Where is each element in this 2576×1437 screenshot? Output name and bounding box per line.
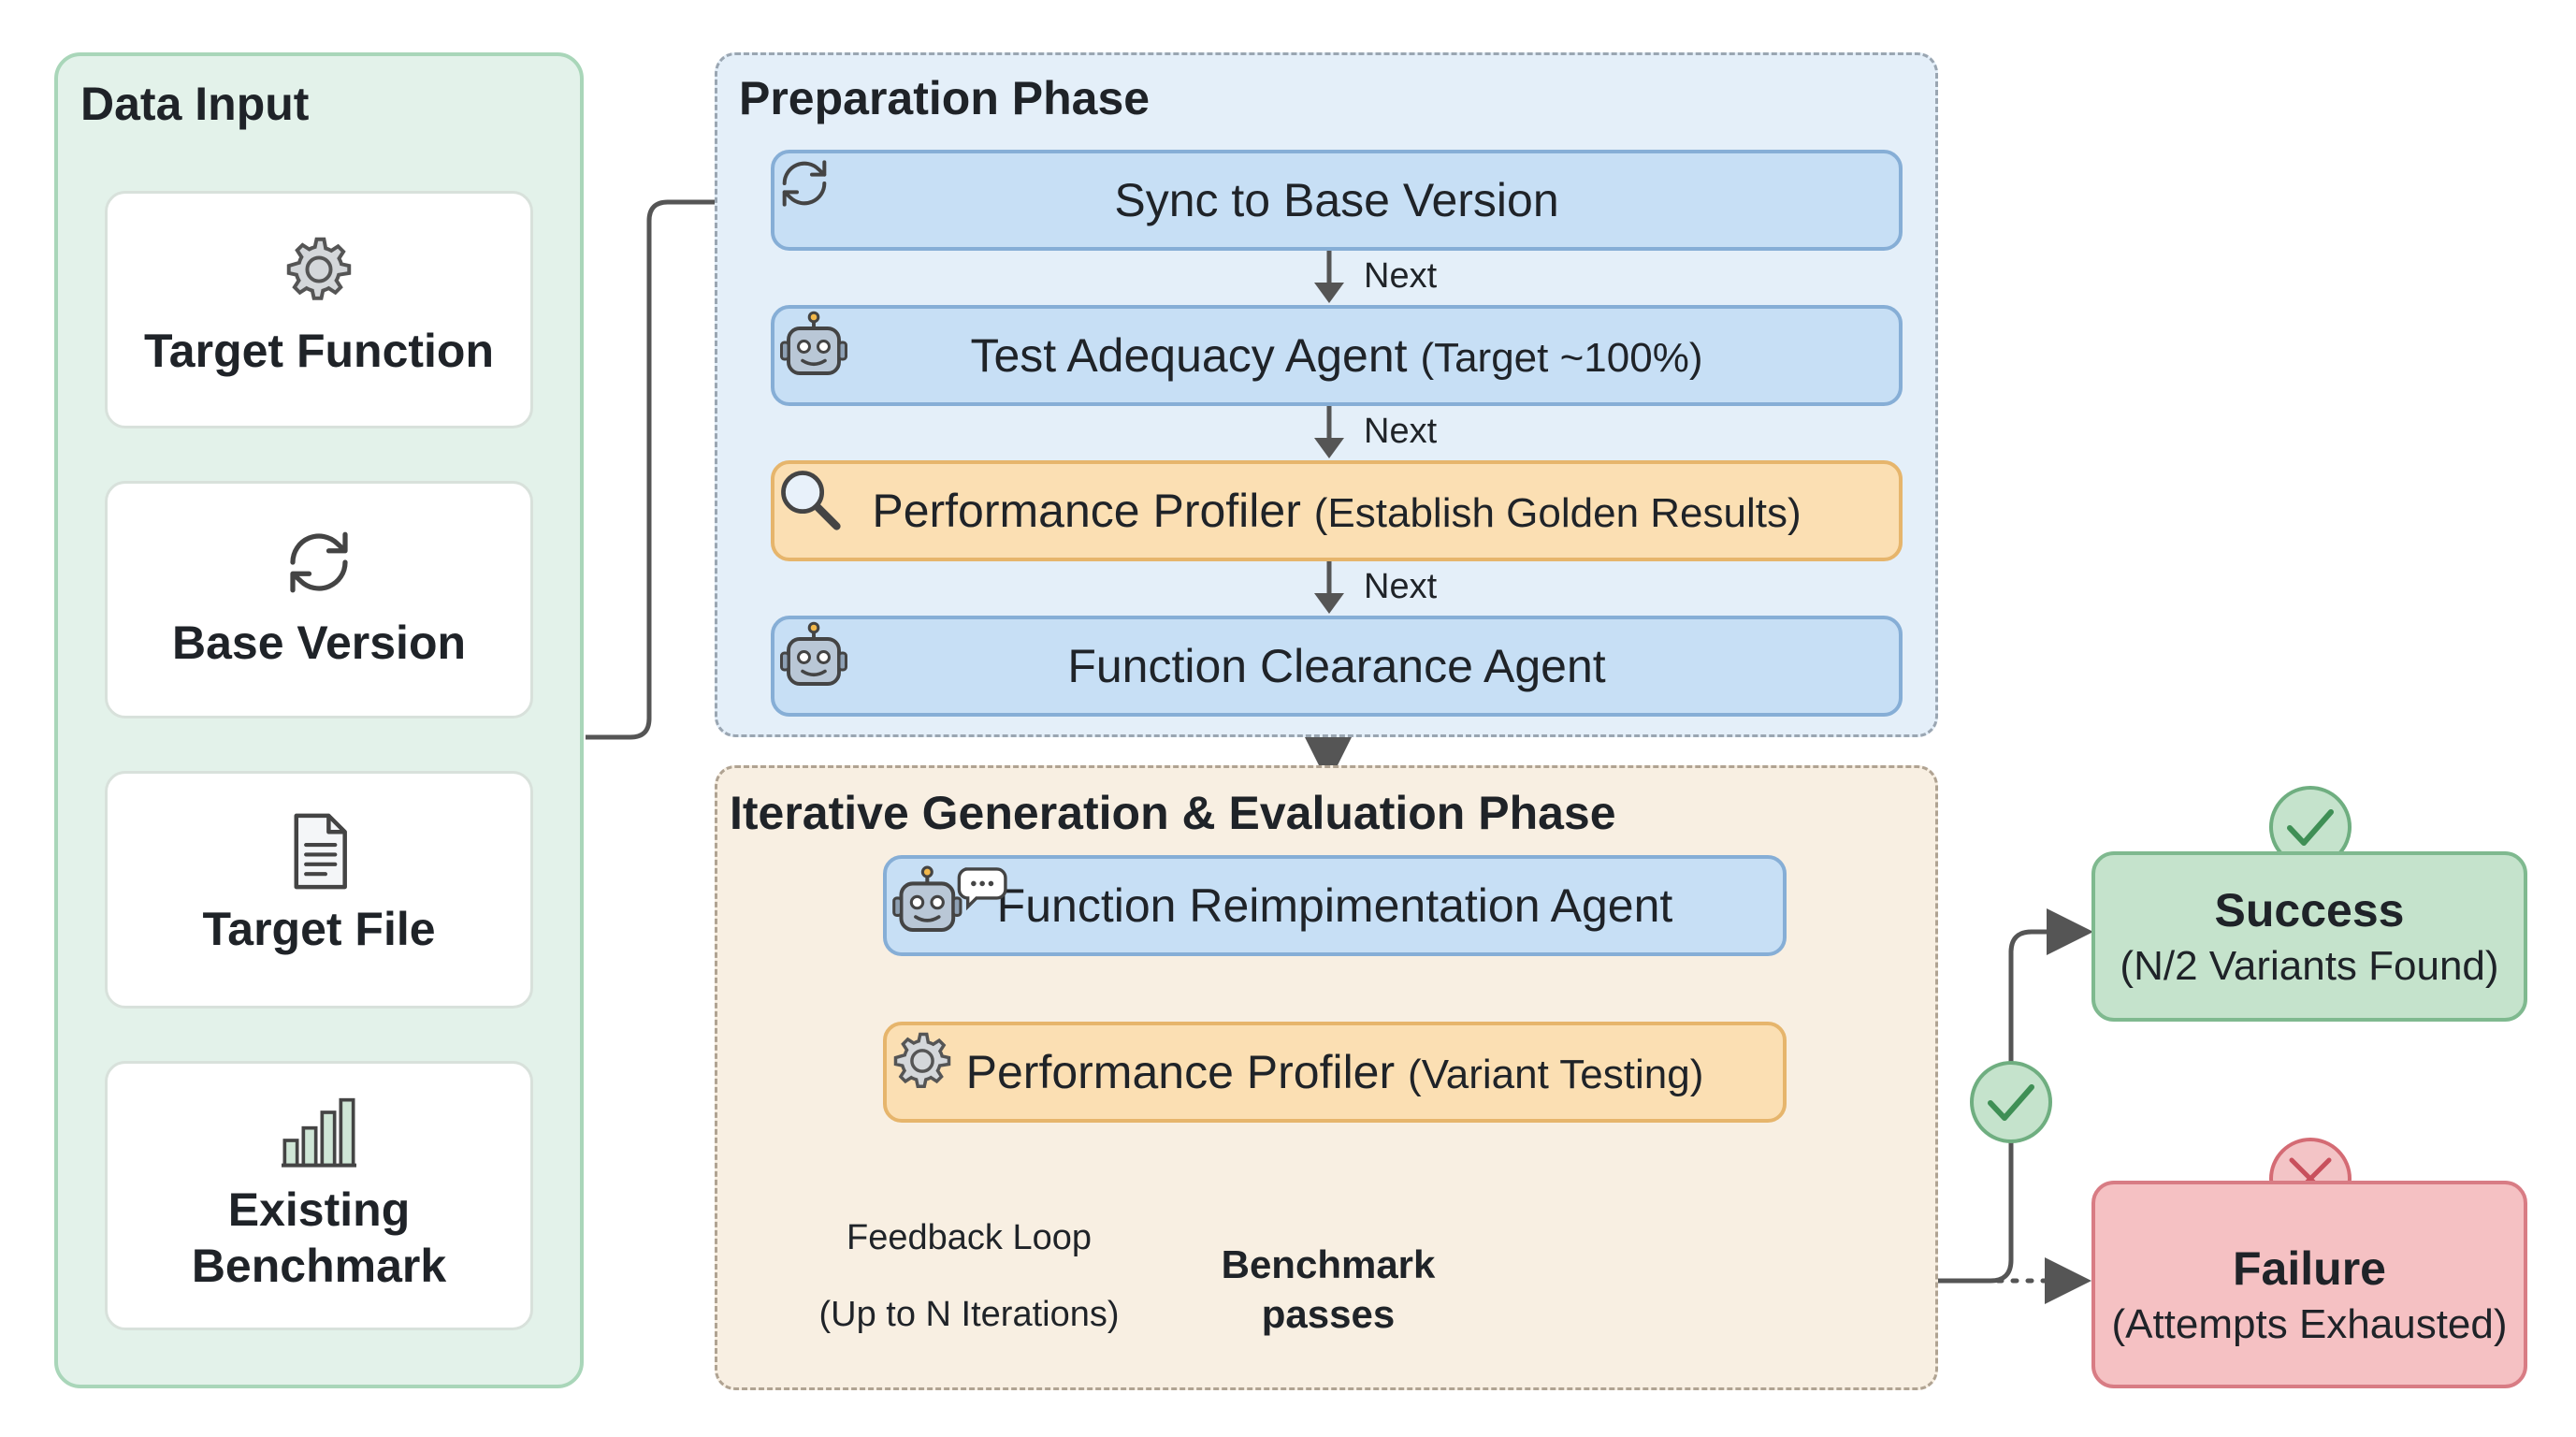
- success-connector: [1990, 908, 2093, 1284]
- decision-label: Benchmark passes: [1194, 1241, 1463, 1339]
- decision-label-line1: Benchmark: [1221, 1242, 1436, 1286]
- step-label: Performance Profiler (Variant Testing): [966, 1045, 1704, 1099]
- step-label: Function Reimpimentation Agent: [996, 879, 1673, 932]
- step-performance-profiler-variant: Performance Profiler (Variant Testing): [883, 1022, 1787, 1123]
- success-detail: (N/2 Variants Found): [2120, 943, 2499, 989]
- down-arrow-icon: [1314, 561, 1344, 614]
- feedback-loop-label: Feedback Loop: [847, 1218, 1092, 1257]
- step-label-main: Test Adequacy Agent: [970, 329, 1408, 382]
- next-label: Next: [1364, 412, 1438, 451]
- gear-icon: [286, 237, 352, 300]
- input-label: Base Version: [171, 617, 467, 669]
- bar-chart-icon: [282, 1097, 356, 1168]
- down-arrow-icon: [1314, 251, 1344, 303]
- step-test-adequacy-agent: Test Adequacy Agent (Target ~100%): [771, 305, 1903, 406]
- step-performance-profiler-golden: Performance Profiler (Establish Golden R…: [771, 460, 1903, 561]
- input-label: Existing Benchmark: [192, 1182, 446, 1294]
- input-card-existing-benchmark: Existing Benchmark: [105, 1061, 533, 1330]
- failure-title: Failure: [2233, 1242, 2386, 1295]
- next-label: Next: [1364, 256, 1438, 296]
- sync-icon: [782, 160, 827, 207]
- input-label-line1: Existing: [227, 1183, 411, 1236]
- input-label-line2: Benchmark: [191, 1240, 447, 1292]
- step-label-detail: (Variant Testing): [1408, 1052, 1704, 1097]
- step-label-detail: (Target ~100%): [1420, 335, 1703, 381]
- step-label: Performance Profiler (Establish Golden R…: [872, 484, 1801, 538]
- robot-icon: [780, 311, 847, 375]
- failure-detail: (Attempts Exhausted): [2111, 1301, 2508, 1347]
- document-icon: [294, 813, 347, 890]
- decision-label-line2: passes: [1261, 1291, 1396, 1336]
- step-label: Test Adequacy Agent (Target ~100%): [971, 328, 1703, 383]
- next-arrow-2: [1303, 406, 1355, 465]
- step-function-reimplementation-agent: Function Reimpimentation Agent: [883, 855, 1787, 956]
- step-label: Function Clearance Agent: [1067, 640, 1606, 692]
- input-label: Target File: [202, 903, 436, 955]
- robot-icon: [780, 621, 847, 686]
- step-function-clearance-agent: Function Clearance Agent: [771, 616, 1903, 717]
- magnifier-icon: [781, 471, 841, 530]
- next-label: Next: [1364, 567, 1438, 606]
- next-arrow-1: [1303, 251, 1355, 310]
- feedback-loop-sublabel: (Up to N Iterations): [818, 1295, 1120, 1334]
- step-label-main: Performance Profiler: [965, 1046, 1396, 1098]
- input-to-prep-connector: [586, 179, 774, 740]
- data-input-title: Data Input: [80, 78, 310, 130]
- input-card-target-function: Target Function: [105, 191, 533, 428]
- sync-icon: [290, 531, 348, 593]
- down-arrow-icon: [1314, 406, 1344, 458]
- failure-outcome-card: Failure (Attempts Exhausted): [2091, 1181, 2527, 1388]
- step-label-main: Performance Profiler: [872, 485, 1301, 537]
- success-outcome-card: Success (N/2 Variants Found): [2091, 851, 2527, 1022]
- gear-icon: [893, 1032, 951, 1088]
- iteration-phase-title: Iterative Generation & Evaluation Phase: [730, 787, 1616, 839]
- robot-chat-icon: [892, 865, 1007, 932]
- step-label: Sync to Base Version: [1114, 174, 1559, 226]
- step-label-detail: (Establish Golden Results): [1313, 490, 1802, 536]
- next-arrow-3: [1303, 561, 1355, 620]
- input-card-base-version: Base Version: [105, 481, 533, 718]
- input-label: Target Function: [143, 325, 495, 377]
- success-title: Success: [2214, 884, 2405, 936]
- preparation-phase-title: Preparation Phase: [739, 72, 1151, 124]
- input-card-target-file: Target File: [105, 771, 533, 1009]
- pass-check-icon: [1970, 1061, 2052, 1143]
- step-sync-base-version: Sync to Base Version: [771, 150, 1903, 251]
